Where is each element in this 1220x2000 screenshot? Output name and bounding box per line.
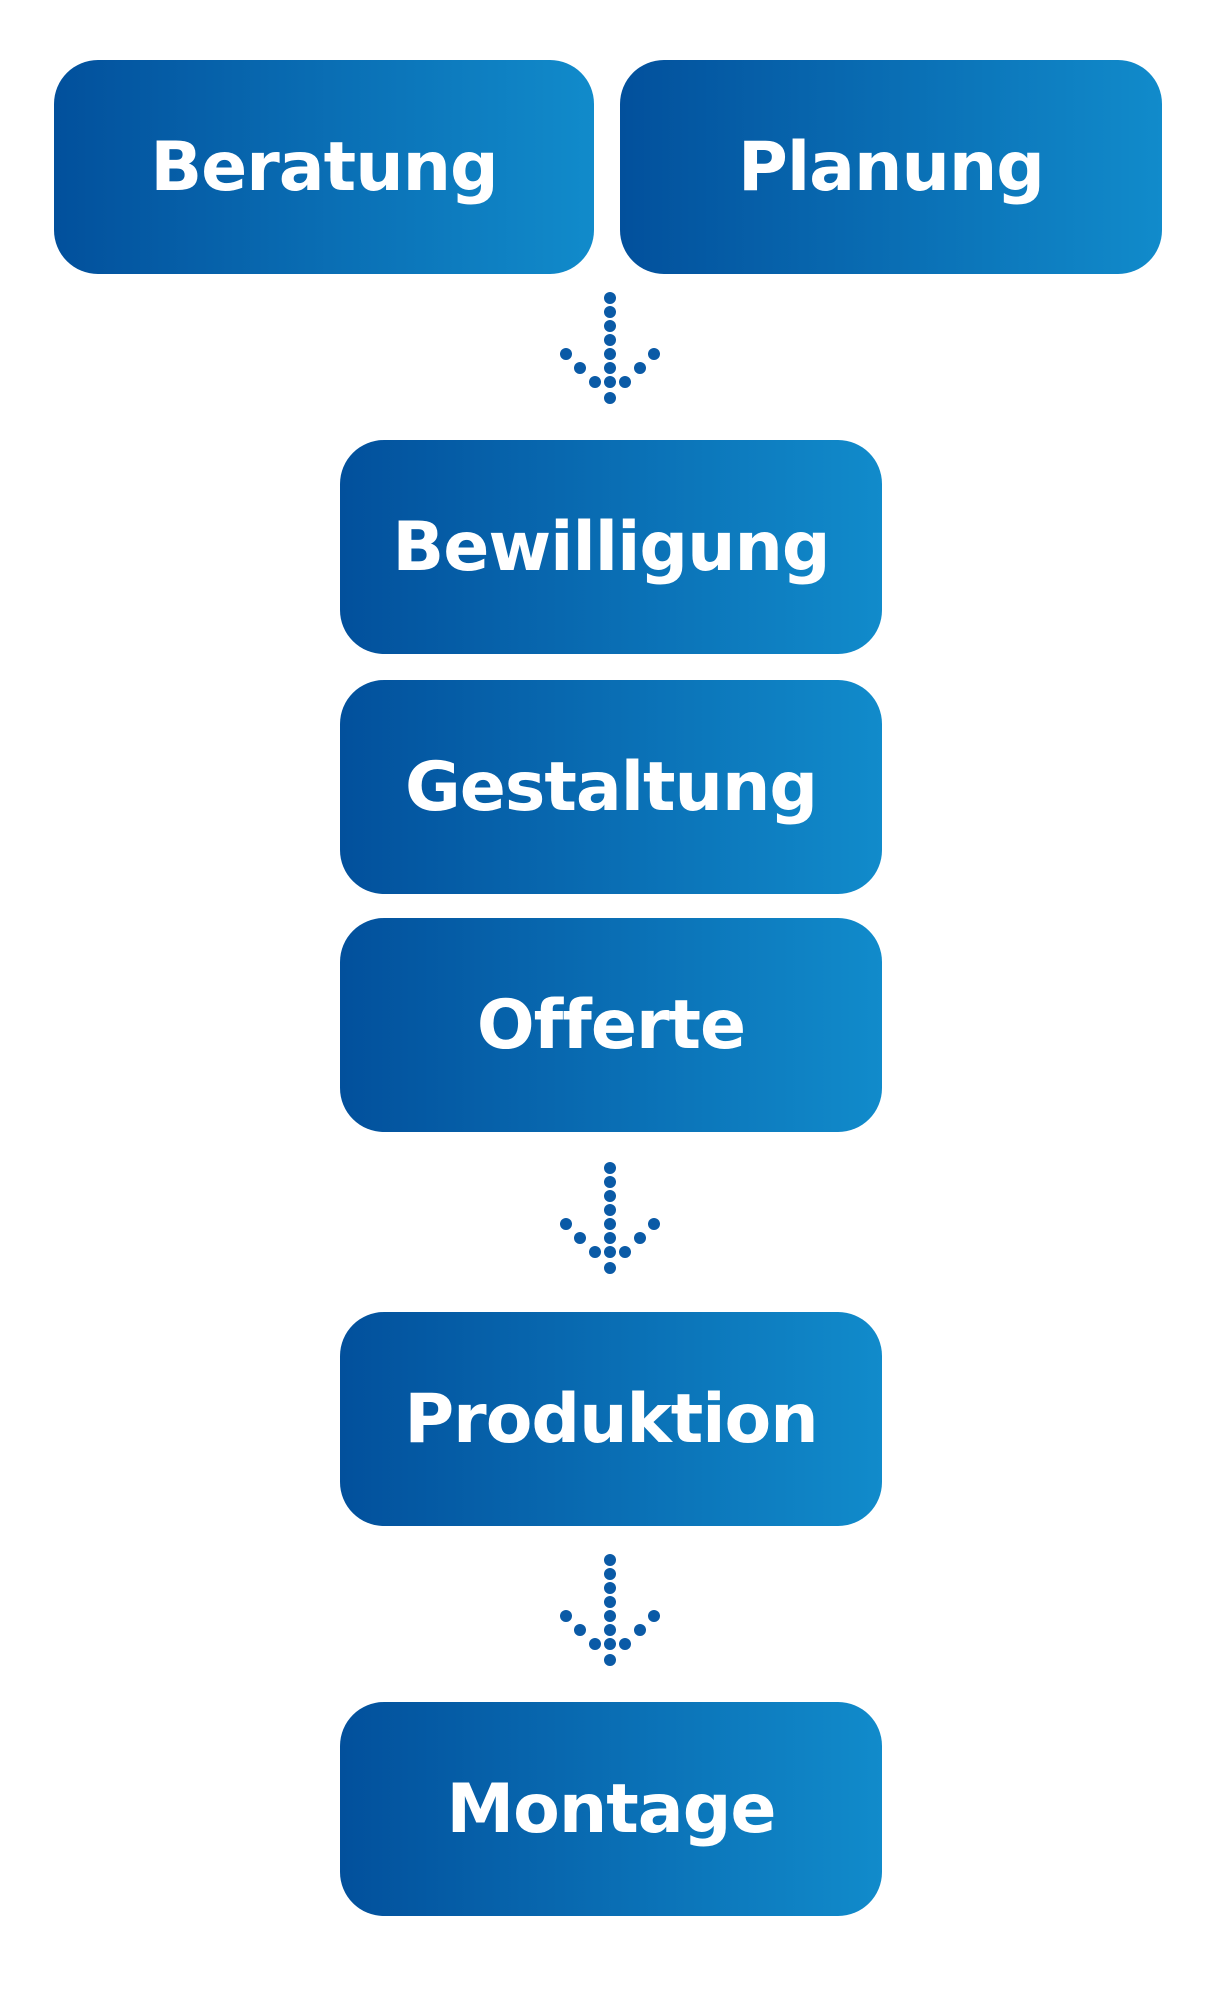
step-bewilligung: Bewilligung: [340, 440, 882, 654]
step-label: Produktion: [404, 1379, 818, 1459]
step-label: Offerte: [476, 985, 746, 1065]
step-label: Beratung: [150, 127, 498, 207]
step-label: Bewilligung: [392, 507, 830, 587]
step-beratung: Beratung: [54, 60, 594, 274]
dotted-arrow-down-icon: [560, 1162, 660, 1274]
dotted-arrow-down-icon: [560, 292, 660, 404]
step-montage: Montage: [340, 1702, 882, 1916]
step-produktion: Produktion: [340, 1312, 882, 1526]
step-gestaltung: Gestaltung: [340, 680, 882, 894]
step-label: Planung: [738, 127, 1045, 207]
step-label: Gestaltung: [404, 747, 818, 827]
step-label: Montage: [446, 1769, 777, 1849]
step-offerte: Offerte: [340, 918, 882, 1132]
dotted-arrow-down-icon: [560, 1554, 660, 1666]
step-planung: Planung: [620, 60, 1162, 274]
